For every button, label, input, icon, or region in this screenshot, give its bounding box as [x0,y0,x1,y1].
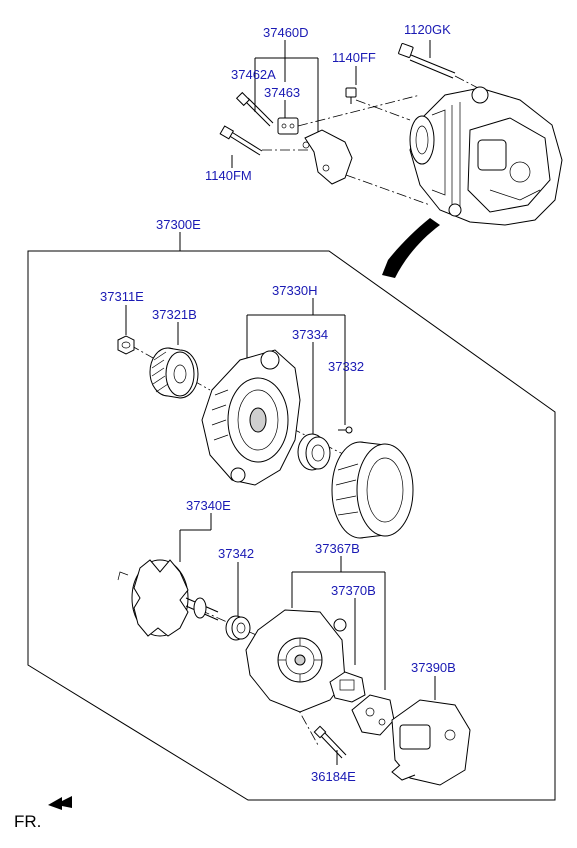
pulley-37321b [149,347,199,399]
label-37300e: 37300E [156,217,201,232]
part-labels: 37460D 1120GK 37462A 1140FF 37463 1140FM… [14,22,456,831]
label-37462a: 37462A [231,67,276,82]
bracket-37460d [302,129,353,185]
bearing-37334 [297,433,331,471]
spacer-37463 [277,117,299,135]
label-37367b: 37367B [315,541,360,556]
stator [331,441,414,539]
label-37342: 37342 [218,546,254,561]
bearing-37342 [225,615,251,641]
nut-37311e [117,335,135,355]
screw-37332 [338,426,353,434]
label-36184e: 36184E [311,769,356,784]
label-37334: 37334 [292,327,328,342]
rear-cover-37390b [391,699,471,786]
label-1140ff: 1140FF [332,50,376,65]
label-37460d: 37460D [263,25,309,40]
rear-housing-37367b [245,609,347,713]
front-direction-arrow [48,796,72,810]
rectifier [351,694,395,736]
label-1140fm: 1140FM [205,168,252,183]
bolt-1120gk [398,43,456,79]
assembly-arrow [382,218,440,278]
bolt-37462a [235,91,274,127]
label-37332: 37332 [328,359,364,374]
label-37311e: 37311E [100,289,144,304]
alternator-assembly [409,86,563,226]
rotor-37340e [117,559,219,637]
label-37321b: 37321B [152,307,197,322]
bolt-1140ff [345,87,357,104]
label-37330h: 37330H [272,283,318,298]
fr-label: FR. [14,812,41,831]
regulator-37370b [329,671,366,703]
assembly-boundary [27,250,556,801]
front-housing-37330h [201,349,301,486]
label-37463: 37463 [264,85,300,100]
bolt-1140fm [219,125,263,156]
top-dash-lines [262,75,479,206]
top-leaders [179,40,431,251]
label-1120gk: 1120GK [404,22,451,37]
label-37340e: 37340E [186,498,231,513]
label-37390b: 37390B [411,660,456,675]
label-37370b: 37370B [331,583,376,598]
bolt-36184e [313,725,347,759]
